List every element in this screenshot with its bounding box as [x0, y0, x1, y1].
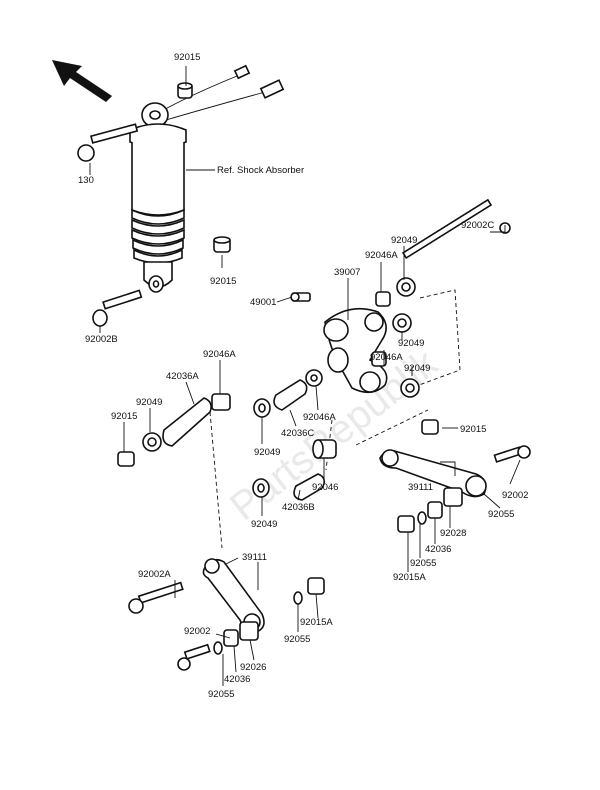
callout-92055-right: 92055	[488, 509, 514, 520]
sleeve-42036-left	[223, 629, 239, 647]
callout-92015a-left: 92015A	[300, 617, 333, 628]
bolt-92002a	[128, 581, 184, 614]
callout-92028: 92028	[440, 528, 466, 539]
callout-92055-left: 92055	[208, 689, 234, 700]
callout-42036b: 42036B	[282, 502, 315, 513]
callout-92002c: 92002C	[461, 220, 494, 231]
callout-92026: 92026	[240, 662, 266, 673]
callout-130: 130	[78, 175, 94, 186]
callout-92049-b: 92049	[398, 338, 424, 349]
seal-92049-mid	[392, 313, 412, 333]
sleeve-42036b	[293, 473, 326, 501]
rocker-arm-39007	[323, 307, 388, 394]
sleeve-42036c	[273, 379, 308, 411]
callout-92002b: 92002B	[85, 334, 118, 345]
seal-92049-center-low	[252, 478, 270, 498]
callout-92015-mid: 92015	[210, 276, 236, 287]
bushing-92028	[443, 487, 463, 507]
collar-92015-left	[117, 451, 135, 467]
seal-92049-center	[253, 398, 271, 418]
tie-rod-39111-left	[202, 558, 265, 633]
callout-92002a: 92002A	[138, 569, 171, 580]
callout-92015a-right: 92015A	[393, 572, 426, 583]
callout-92049-c: 92049	[404, 363, 430, 374]
callout-42036a: 42036A	[166, 371, 199, 382]
callout-92046a-c: 92046A	[303, 412, 336, 423]
collar-92015-mid	[213, 236, 231, 253]
callout-92049-left: 92049	[136, 397, 162, 408]
callout-92002-left: 92002	[184, 626, 210, 637]
callout-49001: 49001	[250, 297, 276, 308]
callout-92046: 92046	[312, 482, 338, 493]
bolt-92002-left	[177, 643, 211, 671]
seal-92049-lower	[400, 378, 420, 398]
callout-92049-d: 92049	[254, 447, 280, 458]
callout-92055-l2: 92055	[284, 634, 310, 645]
guide-line-left	[209, 411, 223, 549]
ring-92055-left	[213, 641, 223, 655]
guide-line-center	[325, 419, 333, 471]
collar-92015-top	[177, 82, 193, 99]
bushing-92026	[239, 621, 259, 641]
callout-92049-e: 92049	[251, 519, 277, 530]
seal-92049-upper	[396, 277, 416, 297]
ring-92055-left-upper	[293, 591, 303, 605]
callout-39111-left: 39111	[242, 552, 267, 563]
callout-42036-right: 42036	[425, 544, 451, 555]
collar-92015a-left	[307, 577, 325, 595]
callout-92046a-left: 92046A	[203, 349, 236, 360]
bushing-92046a-mid	[371, 351, 387, 367]
leader-lines	[89, 66, 521, 686]
bolt-130	[77, 123, 139, 162]
callout-39111-right: 39111	[408, 482, 433, 493]
bolt-92002b	[92, 289, 143, 327]
callout-92015-top: 92015	[174, 52, 200, 63]
front-direction-arrow-icon	[52, 60, 112, 102]
callout-92046a-a: 92046A	[365, 250, 398, 261]
callout-92015-right: 92015	[460, 424, 486, 435]
bolt-92002-right	[493, 445, 531, 463]
callout-92002-right: 92002	[502, 490, 528, 501]
collar-92015a-right	[397, 515, 415, 533]
guide-line-right-box	[399, 289, 461, 393]
shock-absorber	[129, 64, 285, 293]
callout-92015-left: 92015	[111, 411, 137, 422]
grease-nipple-49001	[290, 292, 311, 302]
callout-42036-left: 42036	[224, 674, 250, 685]
seal-92049-left	[142, 432, 162, 452]
bolt-92002c	[401, 198, 511, 260]
bushing-92046a-left	[211, 393, 231, 411]
guide-line-right-arm	[355, 409, 429, 446]
bushing-92046a-upper	[375, 291, 391, 307]
callout-92049-a: 92049	[391, 235, 417, 246]
sleeve-42036a	[162, 397, 212, 447]
callout-42036c: 42036C	[281, 428, 314, 439]
ring-92055-right	[417, 511, 427, 525]
callout-92046a-b: 92046A	[370, 352, 403, 363]
callout-labels: 92015 130 Ref. Shock Absorber 92015 9200…	[78, 52, 528, 700]
collar-92046a-center	[305, 369, 323, 387]
bushing-92046	[312, 439, 337, 459]
collar-92015-right	[421, 419, 439, 435]
sleeve-42036-right	[427, 501, 443, 519]
callout-39007: 39007	[334, 267, 360, 278]
callout-92055-r2: 92055	[410, 558, 436, 569]
shock-absorber-reference-label: Ref. Shock Absorber	[217, 165, 304, 176]
